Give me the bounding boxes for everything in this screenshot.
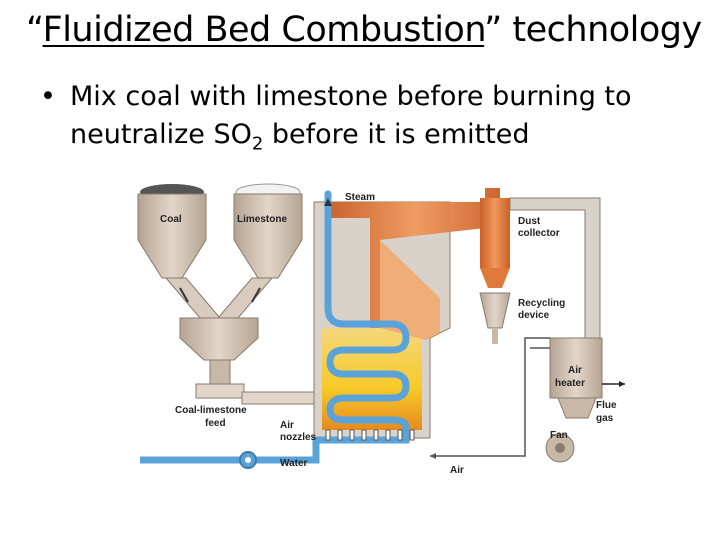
boiler [313, 188, 500, 439]
title-underlined-term: Fluidized Bed Combustion [42, 10, 485, 50]
bullet-line-2-pre: neutralize SO [70, 119, 252, 150]
dust-collector [479, 198, 511, 344]
limestone-hopper: Limestone [233, 183, 303, 279]
title-rest: ” technology [484, 10, 702, 50]
slide-title: “Fluidized Bed Combustion” technology [26, 10, 702, 50]
air-bottom-label: Air [450, 465, 464, 476]
steam-tube [246, 190, 410, 464]
bullet-line-1: Mix coal with limestone before burning t… [70, 81, 632, 112]
air-heater [509, 197, 603, 419]
dust-collector-label-1: Dust [518, 216, 541, 227]
fluidized-bed-diagram: Coal Limestone Coal-limestone feed Steam… [137, 183, 625, 476]
air-lines [430, 337, 550, 457]
bullet-text: Mix coal with limestone before burning t… [70, 78, 690, 163]
title-open-quote: “ [26, 10, 43, 50]
coal-label: Coal [160, 214, 182, 225]
bullet-symbol: • [40, 81, 56, 112]
fan [545, 433, 575, 463]
air-heater-label-2: heater [555, 378, 585, 389]
bullet-line-2-sub: 2 [251, 133, 264, 155]
bullet-line-2: neutralize SO2 before it is emitted [70, 116, 690, 163]
air-nozzles-label-1: Air [280, 420, 294, 431]
recycling-label-2: device [518, 310, 550, 321]
air-heater-label-1: Air [568, 365, 582, 376]
recycling-label-1: Recycling [518, 298, 565, 309]
fan-label: Fan [550, 430, 568, 441]
dust-collector-label-2: collector [518, 228, 560, 239]
feed-label-1: Coal-limestone [175, 405, 247, 416]
coal-hopper: Coal [137, 184, 207, 279]
water-label: Water [280, 458, 308, 469]
flue-gas-label-1: Flue [596, 400, 617, 411]
air-nozzles [325, 429, 415, 441]
bullet-line-2-post: before it is emitted [263, 119, 530, 150]
flue-gas-label-2: gas [596, 413, 614, 424]
limestone-label: Limestone [237, 214, 287, 225]
air-nozzles-label-2: nozzles [280, 432, 317, 443]
steam-label: Steam [345, 192, 375, 203]
feed-label-2: feed [205, 418, 226, 429]
